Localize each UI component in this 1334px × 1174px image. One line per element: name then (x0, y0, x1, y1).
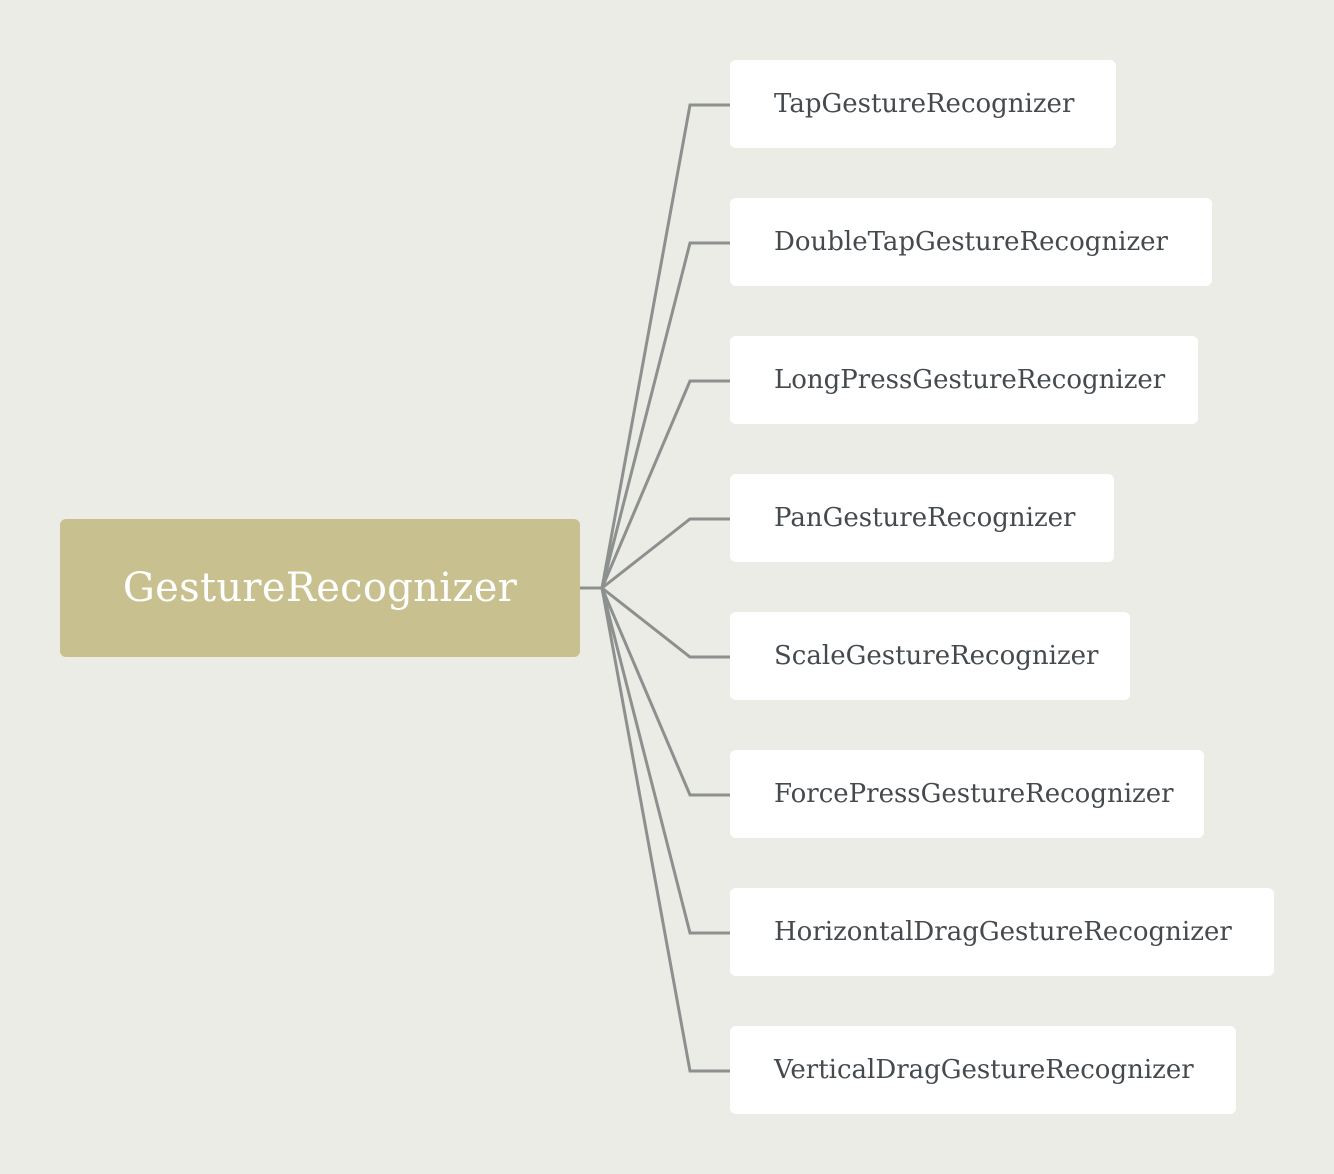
connector-line (600, 103, 730, 589)
child-node-vertical-drag[interactable]: VerticalDragGestureRecognizer (730, 1026, 1236, 1114)
connector-line (600, 379, 730, 589)
child-node-pan[interactable]: PanGestureRecognizer (730, 474, 1114, 562)
child-node-label: LongPressGestureRecognizer (774, 365, 1166, 395)
connector-line (600, 587, 730, 1073)
child-node-label: TapGestureRecognizer (774, 89, 1075, 119)
connector-line (600, 241, 730, 589)
child-node-label: ForcePressGestureRecognizer (774, 779, 1174, 809)
child-node-horizontal-drag[interactable]: HorizontalDragGestureRecognizer (730, 888, 1274, 976)
child-node-scale[interactable]: ScaleGestureRecognizer (730, 612, 1130, 700)
connector-line (601, 517, 730, 590)
child-node-tap[interactable]: TapGestureRecognizer (730, 60, 1116, 148)
child-node-label: VerticalDragGestureRecognizer (774, 1055, 1194, 1085)
connector-line (601, 586, 730, 659)
child-node-label: PanGestureRecognizer (774, 503, 1076, 533)
child-node-double-tap[interactable]: DoubleTapGestureRecognizer (730, 198, 1212, 286)
child-node-long-press[interactable]: LongPressGestureRecognizer (730, 336, 1198, 424)
child-node-label: HorizontalDragGestureRecognizer (774, 917, 1232, 947)
child-node-label: ScaleGestureRecognizer (774, 641, 1099, 671)
root-node-label: GestureRecognizer (122, 565, 518, 611)
child-node-force-press[interactable]: ForcePressGestureRecognizer (730, 750, 1204, 838)
connector-line (600, 587, 730, 935)
connector-line (600, 587, 730, 797)
root-node[interactable]: GestureRecognizer (60, 519, 580, 657)
child-node-label: DoubleTapGestureRecognizer (774, 227, 1168, 257)
